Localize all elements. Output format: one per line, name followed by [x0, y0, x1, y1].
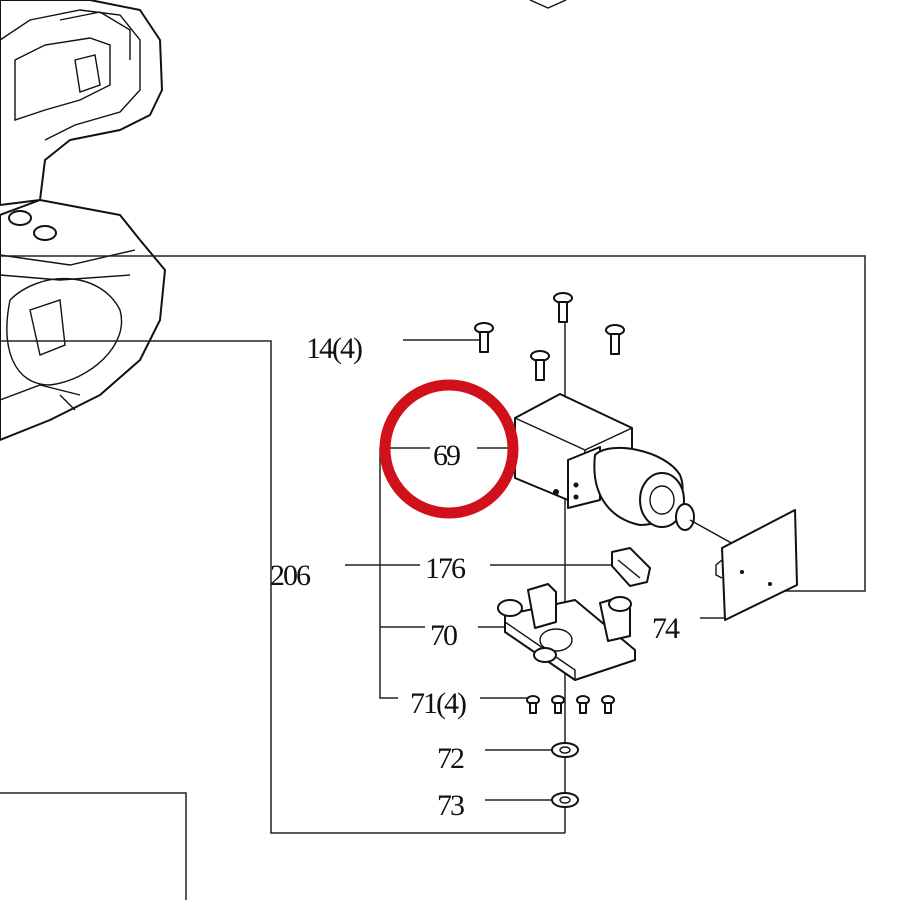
leader-lines	[0, 0, 866, 900]
label-14: 14(4)	[306, 332, 362, 365]
circuit-board-part-74	[715, 509, 798, 621]
label-74: 74	[652, 612, 680, 645]
label-70: 70	[430, 619, 457, 652]
screw-part-14	[474, 292, 625, 381]
label-72: 72	[437, 742, 464, 775]
connector-part-176	[611, 547, 651, 587]
washer-part-72	[551, 742, 579, 758]
motor-part-69	[514, 393, 736, 546]
label-71: 71(4)	[410, 687, 466, 720]
highlight-circle	[379, 379, 519, 519]
label-176: 176	[425, 552, 466, 585]
label-206: 206	[270, 559, 311, 592]
bracket-part-70	[497, 583, 636, 681]
washer-part-73	[551, 792, 579, 808]
housing-part	[0, 0, 166, 441]
screw-part-71	[526, 695, 615, 714]
label-69: 69	[433, 439, 460, 472]
label-73: 73	[437, 789, 464, 822]
